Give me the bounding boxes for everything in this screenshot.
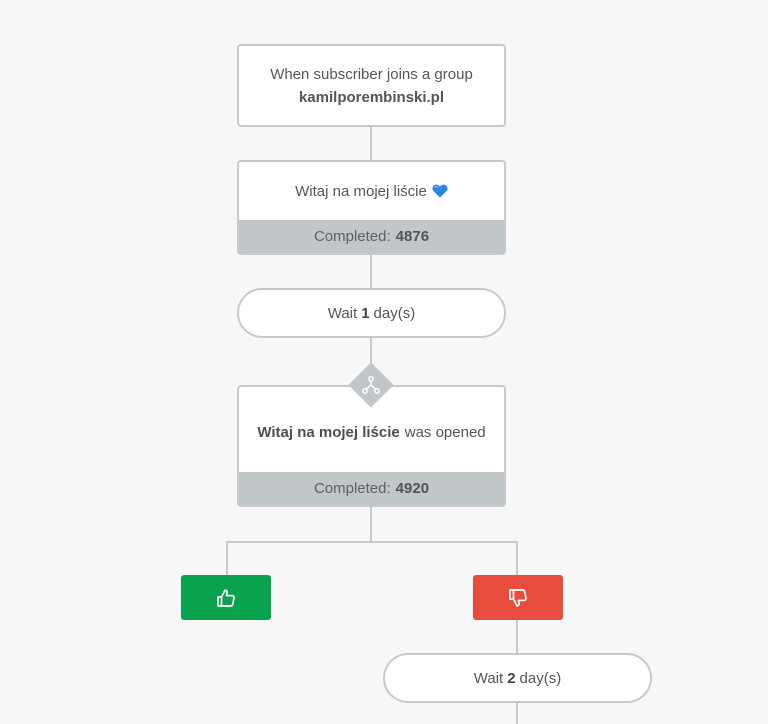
email-completed-label: Completed:	[313, 228, 391, 245]
connector-split-no	[516, 541, 518, 576]
wait-2-prefix: Wait	[473, 669, 504, 687]
connector-condition-split	[370, 506, 372, 543]
split-branch-icon	[362, 376, 380, 394]
email-subject: Witaj na mojej liście	[295, 182, 427, 200]
wait-1-amount: 1	[361, 304, 370, 322]
wait-1-prefix: Wait	[327, 304, 358, 322]
thumbs-down-icon	[509, 588, 527, 607]
condition-completed-label: Completed:	[313, 480, 391, 497]
no-branch-button[interactable]	[473, 575, 563, 620]
email-node-body: Witaj na mojej liście	[239, 162, 504, 220]
email-completed: Completed: 4876	[239, 220, 504, 253]
condition-completed-count: 4920	[395, 480, 430, 497]
connector-trigger-email	[370, 126, 372, 161]
wait-2-unit: day(s)	[519, 669, 562, 687]
connector-email-wait	[370, 254, 372, 289]
yes-branch-button[interactable]	[181, 575, 271, 620]
blue-heart-icon	[432, 184, 448, 198]
thumbs-up-icon	[217, 588, 235, 607]
connector-split-horizontal	[226, 541, 518, 543]
wait-node-1[interactable]: Wait 1 day(s)	[237, 288, 506, 338]
wait-1-unit: day(s)	[373, 304, 416, 322]
condition-node[interactable]: Witaj na mojej liście was opened Complet…	[237, 385, 506, 507]
connector-wait-continue	[516, 702, 518, 724]
trigger-group-name: kamilporembinski.pl	[298, 88, 445, 106]
email-node[interactable]: Witaj na mojej liście Completed: 4876	[237, 160, 506, 255]
wait-2-amount: 2	[507, 669, 516, 687]
email-completed-count: 4876	[395, 228, 430, 245]
condition-email-name: Witaj na mojej liście	[257, 424, 400, 441]
condition-suffix: was opened	[404, 424, 486, 441]
trigger-node[interactable]: When subscriber joins a group kamilporem…	[237, 44, 506, 127]
condition-completed: Completed: 4920	[239, 472, 504, 505]
trigger-text: When subscriber joins a group	[270, 65, 473, 83]
wait-node-2[interactable]: Wait 2 day(s)	[383, 653, 652, 703]
connector-wait-condition	[370, 337, 372, 386]
connector-no-wait	[516, 619, 518, 654]
connector-split-yes	[226, 541, 228, 576]
